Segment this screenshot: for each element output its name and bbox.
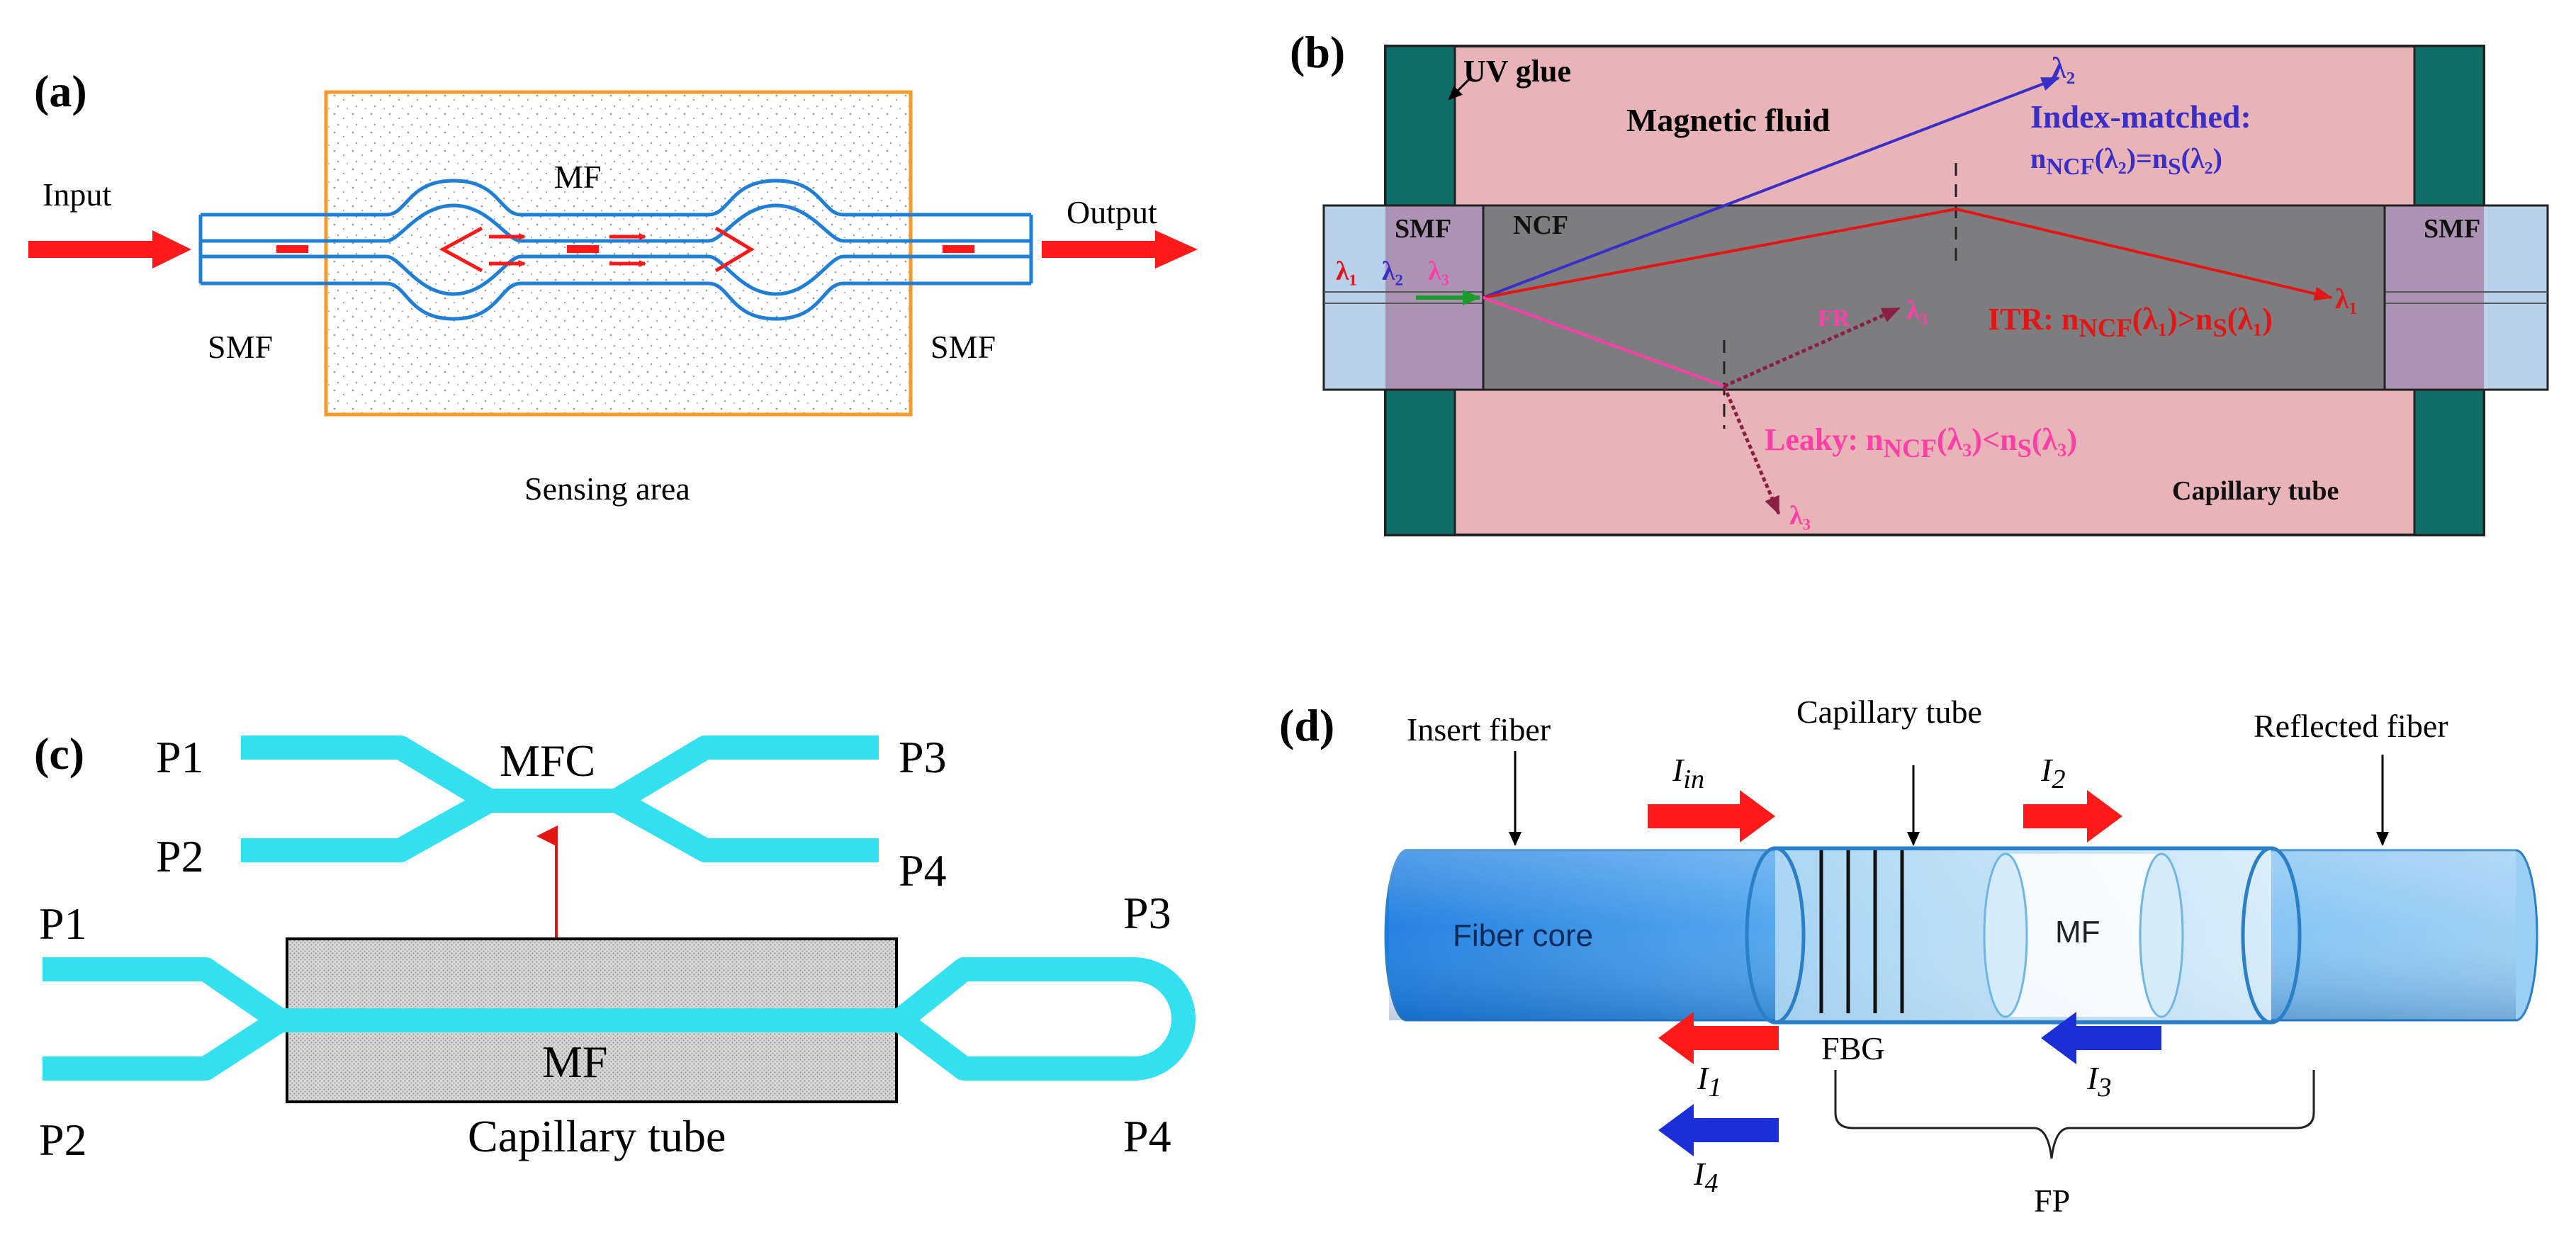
panel-b-label: (b) xyxy=(1290,27,1345,77)
mf-label-c: MF xyxy=(542,1037,608,1087)
i2-label: I2 xyxy=(2041,752,2066,795)
bottom-p3-label: P3 xyxy=(1123,888,1171,938)
uv-glue-top-left xyxy=(1384,45,1456,207)
lambda1-out-label: λ₁ xyxy=(2335,283,2358,315)
leaky-label: Leaky: nNCF(λ₃)<nS(λ₃) xyxy=(1765,422,2077,463)
lambda3-fr-label: λ₃ xyxy=(1906,295,1928,325)
bottom-p4-label: P4 xyxy=(1123,1111,1171,1161)
mf-label: MF xyxy=(554,159,601,195)
i4-label: I4 xyxy=(1694,1156,1719,1199)
sensing-area-box xyxy=(324,90,913,417)
smf-left-label-b: SMF xyxy=(1395,214,1451,244)
mf-label-d: MF xyxy=(2055,915,2100,949)
i3-arrow xyxy=(2041,1012,2161,1064)
capillary-tube-label-b: Capillary tube xyxy=(2172,476,2339,506)
lambda3-leak-label: λ₃ xyxy=(1789,501,1811,531)
lambda2-in-label: λ₂ xyxy=(1382,257,1403,286)
i1-arrow xyxy=(1658,1012,1779,1064)
fbg-label: FBG xyxy=(1821,1030,1884,1066)
lambda2-out-label: λ₂ xyxy=(2052,52,2075,85)
ncf-section xyxy=(1482,204,2386,391)
top-p1-label: P1 xyxy=(156,732,204,782)
top-p2-label: P2 xyxy=(156,831,204,881)
input-label: Input xyxy=(43,176,111,213)
fp-label: FP xyxy=(2034,1183,2070,1219)
sensing-area-label: Sensing area xyxy=(524,470,690,507)
ncf-label: NCF xyxy=(1513,210,1568,240)
panel-a: (a) Input Output MF SMF xyxy=(28,66,1198,507)
lambda1-in-label: λ₁ xyxy=(1336,257,1357,286)
fr-label: FR xyxy=(1818,305,1850,332)
top-p4-label: P4 xyxy=(899,845,947,896)
bottom-p1-label: P1 xyxy=(39,898,87,949)
panel-c-label: (c) xyxy=(34,728,84,779)
capillary-tube-label-c: Capillary tube xyxy=(468,1111,726,1161)
output-label: Output xyxy=(1067,194,1157,230)
fiber-a xyxy=(198,179,1033,321)
i1-label: I1 xyxy=(1697,1060,1722,1103)
fr-ray xyxy=(1723,306,1901,388)
panel-a-label: (a) xyxy=(34,66,87,116)
i4-arrow xyxy=(1658,1104,1779,1156)
leaky-ray xyxy=(1722,385,1781,515)
mfc-label: MFC xyxy=(500,735,595,786)
fiber-core-label: Fiber core xyxy=(1453,918,1593,953)
panel-d-label: (d) xyxy=(1279,700,1334,750)
mfc-coupler xyxy=(241,735,879,862)
reflected-fiber-label: Reflected fiber xyxy=(2254,708,2448,744)
smf-right-label: SMF xyxy=(930,329,996,365)
panel-d: (d) Insert fiber xyxy=(1279,694,2538,1219)
capillary-tube-label-d: Capillary tube xyxy=(1796,694,1982,730)
output-arrow xyxy=(1042,230,1198,269)
smf-left-label: SMF xyxy=(208,329,273,365)
smf-right-label-b: SMF xyxy=(2424,214,2480,244)
fp-bracket xyxy=(1834,1070,2315,1159)
bottom-p2-label: P2 xyxy=(39,1115,87,1165)
insert-fiber-label: Insert fiber xyxy=(1407,711,1551,748)
top-p3-label: P3 xyxy=(899,732,947,782)
iin-label: Iin xyxy=(1672,752,1705,795)
uv-glue-bottom-left xyxy=(1384,388,1456,536)
lambda3-in-label: λ₃ xyxy=(1428,257,1449,286)
i3-label: I3 xyxy=(2087,1060,2112,1103)
uv-glue-bottom-right xyxy=(2413,388,2485,536)
i2-arrow xyxy=(2023,790,2122,842)
ray-lambda2 xyxy=(1483,77,2060,299)
itr-label: ITR: nNCF(λ₁)>nS(λ₁) xyxy=(1988,302,2273,342)
ray-lambda3 xyxy=(1483,296,1725,388)
ray-lambda1 xyxy=(1483,207,2333,301)
panel-b: (b) UV xyxy=(1290,27,2549,536)
bottom-coupler xyxy=(43,957,1196,1081)
index-matched-label: Index-matched: xyxy=(2030,98,2251,135)
input-arrow xyxy=(28,230,191,269)
index-matched-equation: nNCF(λ₂)=nS(λ₂) xyxy=(2030,142,2222,180)
light-arrows-a xyxy=(28,226,1198,273)
magnetic-fluid-label: Magnetic fluid xyxy=(1626,102,1830,138)
uv-glue-label: UV glue xyxy=(1463,54,1571,89)
fbg-grating xyxy=(1819,850,1904,1013)
iin-arrow xyxy=(1648,790,1775,842)
panel-c: (c) P1 P2 P3 P4 MFC P1 P2 P3 P4 MF Capil… xyxy=(34,728,1196,1165)
